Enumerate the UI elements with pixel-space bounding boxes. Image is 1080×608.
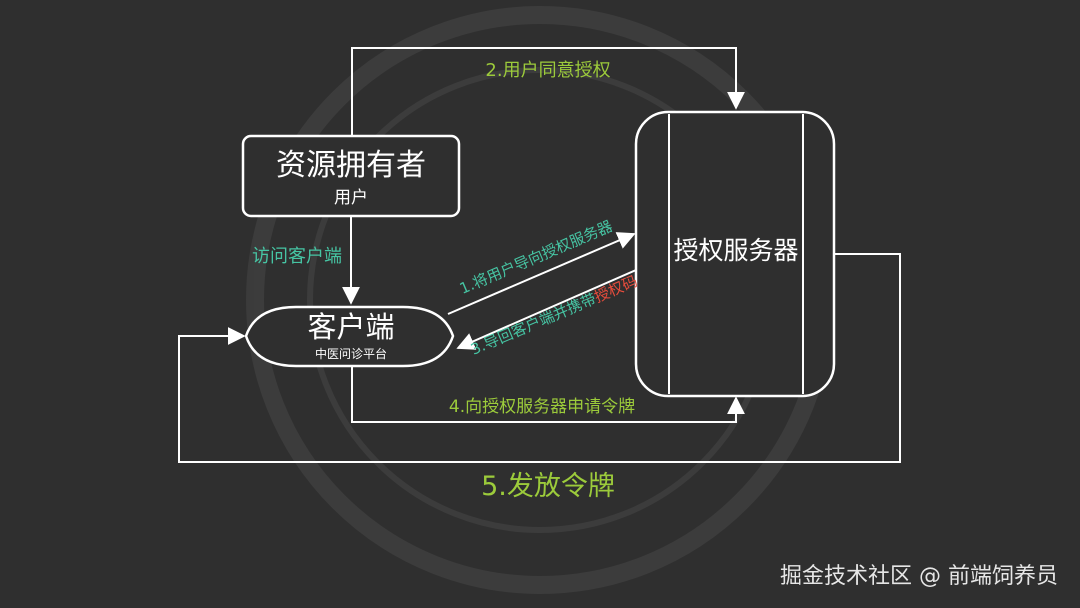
edge-label-step3-prefix: 3.导回客户端并携带 [468,290,599,359]
edge-redirect-to-auth [447,232,636,315]
edge-label-step2: 2.用户同意授权 [485,60,610,81]
edge-label-step3-code: 授权码 [592,272,640,306]
resource-owner-node: 资源拥有者 用户 [241,134,461,218]
auth-server-node: 授权服务器 [634,110,836,398]
edge-label-visit-client: 访问客户端 [252,246,342,267]
edge-label-step5: 5.发放令牌 [481,471,615,502]
resource-owner-subtitle: 用户 [334,188,368,208]
client-subtitle: 中医问诊平台 [315,346,387,361]
edge-label-step1: 1.将用户导向授权服务器 [457,217,615,298]
edge-request-token [351,366,745,423]
resource-owner-title: 资源拥有者 [276,148,426,183]
client-title: 客户端 [307,310,394,344]
edge-issue-token [178,253,901,463]
client-node: 客户端 中医问诊平台 [244,305,455,368]
watermark-text: 掘金技术社区 @ 前端饲养员 [780,564,1058,589]
edge-user-consent [351,47,745,136]
auth-server-title: 授权服务器 [673,236,798,265]
edge-return-with-code [456,269,637,350]
edge-label-step4: 4.向授权服务器申请令牌 [449,397,635,417]
